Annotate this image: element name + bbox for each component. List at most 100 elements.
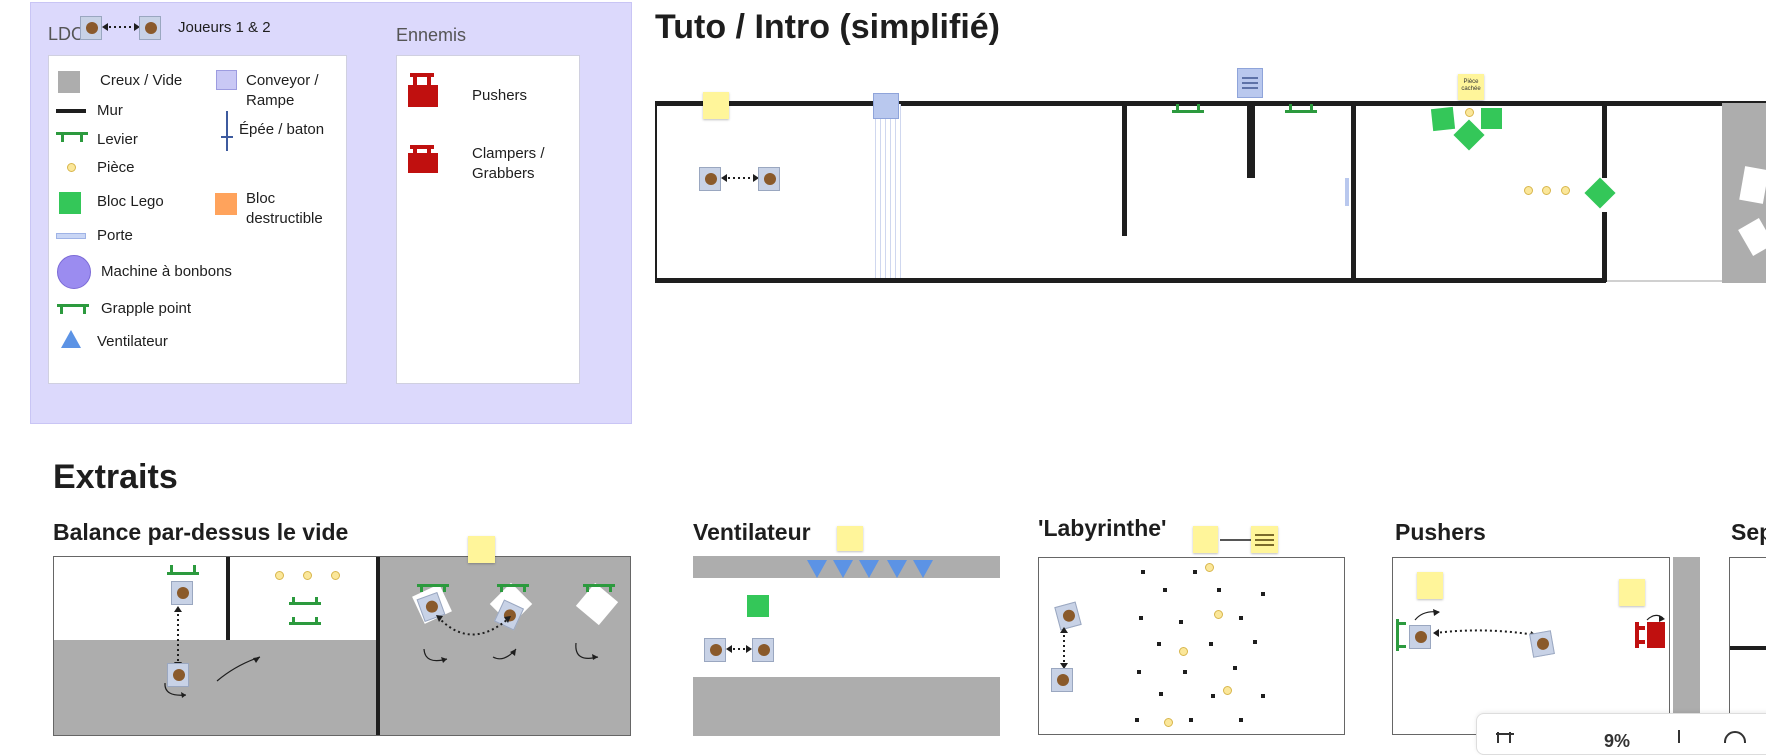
labyrinthe-coin bbox=[1205, 563, 1214, 572]
fan-icon bbox=[61, 330, 81, 348]
tuto-level-area[interactable] bbox=[655, 103, 1766, 283]
pushers-hole bbox=[1673, 557, 1700, 735]
tuto-left-wall bbox=[655, 103, 657, 281]
sep-wall bbox=[1730, 646, 1766, 650]
labyrinthe-panel[interactable] bbox=[1038, 557, 1345, 735]
labyrinthe-text-note[interactable] bbox=[1251, 526, 1278, 553]
tuto-bottom-wall bbox=[655, 278, 1606, 283]
ventilateur-panel[interactable] bbox=[693, 556, 1000, 736]
tuto-inner-wall bbox=[1351, 103, 1356, 281]
zoom-level: 9% bbox=[1604, 731, 1631, 751]
help-icon[interactable] bbox=[1722, 729, 1748, 743]
pusher-enemy-icon bbox=[1635, 614, 1665, 648]
balance-grapple-icon bbox=[289, 597, 321, 625]
fan-row-icon bbox=[807, 560, 933, 578]
labyrinthe-coin bbox=[1214, 610, 1223, 619]
sep-panel[interactable] bbox=[1729, 557, 1766, 735]
labyrinthe-title: 'Labyrinthe' bbox=[1038, 515, 1167, 541]
balance-coin bbox=[275, 571, 284, 580]
pushers-player-avatar bbox=[1409, 625, 1431, 649]
ldo-label: LDO bbox=[48, 24, 86, 44]
legend-card-elements bbox=[48, 55, 347, 384]
zoom-in-icon[interactable] bbox=[1678, 730, 1680, 743]
coin-icon bbox=[67, 163, 76, 172]
sep-title: Sep bbox=[1731, 519, 1766, 545]
tuto-hidden-coin bbox=[1465, 108, 1474, 117]
conveyor-swatch bbox=[216, 70, 237, 90]
tuto-inner-wall bbox=[1122, 103, 1127, 236]
ventilateur-player1-avatar bbox=[704, 638, 726, 662]
lever-icon bbox=[56, 132, 88, 142]
balance-panel[interactable] bbox=[53, 556, 631, 736]
labyrinthe-coin bbox=[1164, 718, 1173, 727]
grapple-point-icon bbox=[57, 304, 89, 314]
tuto-top-wall bbox=[655, 101, 1766, 106]
ventilateur-sticky-note[interactable] bbox=[837, 526, 863, 551]
balance-player-avatar bbox=[167, 663, 189, 687]
tuto-coin bbox=[1524, 186, 1533, 195]
pushers-sticky-note[interactable] bbox=[1417, 572, 1443, 599]
balance-link-arrow bbox=[174, 606, 182, 668]
balance-grapple-icon bbox=[167, 565, 199, 575]
legend-grapple-label: Grapple point bbox=[101, 300, 192, 317]
tuto-door bbox=[1345, 178, 1349, 206]
players-label: Joueurs 1 & 2 bbox=[178, 19, 271, 36]
pushers-link-arrow bbox=[1433, 629, 1537, 639]
player1-avatar bbox=[80, 16, 102, 40]
frame-icon[interactable] bbox=[1494, 730, 1518, 743]
tuto-lego-block bbox=[1430, 106, 1456, 132]
tuto-lever-icon bbox=[1285, 104, 1317, 113]
balance-grapple-icon bbox=[417, 584, 449, 592]
legend-lego-label: Bloc Lego bbox=[97, 193, 164, 210]
legend-destructible-label: Bloc destructible bbox=[246, 190, 323, 227]
labyrinthe-coin bbox=[1179, 647, 1188, 656]
balance-wall bbox=[226, 557, 230, 640]
balance-swing-arrow bbox=[164, 682, 187, 698]
tuto-title: Tuto / Intro (simplifié) bbox=[655, 8, 1000, 46]
tuto-inner-wall bbox=[1602, 212, 1607, 282]
legend-conveyor-label: Conveyor / Rampe bbox=[246, 72, 319, 109]
tuto-player2-avatar bbox=[758, 167, 780, 191]
pushers-sticky-note[interactable] bbox=[1619, 579, 1645, 606]
labyrinthe-player-avatar bbox=[1051, 668, 1073, 692]
clamper-enemy-icon bbox=[408, 145, 438, 173]
tuto-inner-wall bbox=[1602, 103, 1607, 178]
tuto-sticky-hidden-coin[interactable]: Pièce cachée bbox=[1458, 74, 1484, 100]
ventilateur-hole-bottom bbox=[693, 677, 1000, 736]
balance-title: Balance par-dessus le vide bbox=[53, 519, 349, 545]
sword-icon bbox=[221, 111, 233, 151]
enemies-title: Ennemis bbox=[396, 25, 467, 45]
ventilateur-player2-avatar bbox=[752, 638, 774, 662]
labyrinthe-sticky-note[interactable] bbox=[1193, 526, 1218, 553]
extraits-title: Extraits bbox=[53, 458, 178, 496]
labyrinthe-link-arrow bbox=[1060, 627, 1068, 669]
lego-block-swatch bbox=[59, 192, 81, 214]
balance-grapple-icon bbox=[497, 584, 529, 592]
pushers-grapple-icon bbox=[1396, 619, 1406, 651]
players-link-arrow bbox=[102, 23, 140, 31]
balance-hole bbox=[54, 640, 376, 735]
balance-sticky-note[interactable] bbox=[468, 536, 495, 563]
door-swatch bbox=[56, 233, 86, 239]
destructible-swatch bbox=[215, 193, 237, 215]
balance-swing-arrow bbox=[575, 642, 599, 660]
legend-lever-label: Levier bbox=[97, 131, 138, 148]
tuto-sticky-note[interactable] bbox=[703, 92, 729, 119]
legend-candy-label: Machine à bonbons bbox=[101, 263, 232, 280]
tuto-inner-wall bbox=[1247, 103, 1255, 178]
balance-coin bbox=[303, 571, 312, 580]
wall-swatch bbox=[56, 109, 86, 113]
ventilateur-title: Ventilateur bbox=[693, 519, 811, 545]
balance-wall bbox=[376, 557, 380, 735]
ventilateur-lego-block bbox=[747, 595, 769, 617]
labyrinthe-coin bbox=[1223, 686, 1232, 695]
pushers-panel[interactable] bbox=[1392, 557, 1670, 735]
balance-link-arrow bbox=[436, 615, 511, 636]
legend-fan-label: Ventilateur bbox=[97, 333, 168, 350]
legend-sword-label: Épée / baton bbox=[239, 121, 325, 138]
tuto-bottom-edge bbox=[1606, 280, 1722, 282]
tuto-lego-block bbox=[1481, 108, 1502, 129]
tuto-text-note[interactable] bbox=[1237, 68, 1263, 98]
pushers-player-avatar bbox=[1529, 630, 1555, 658]
tuto-players-link-arrow bbox=[721, 174, 759, 182]
